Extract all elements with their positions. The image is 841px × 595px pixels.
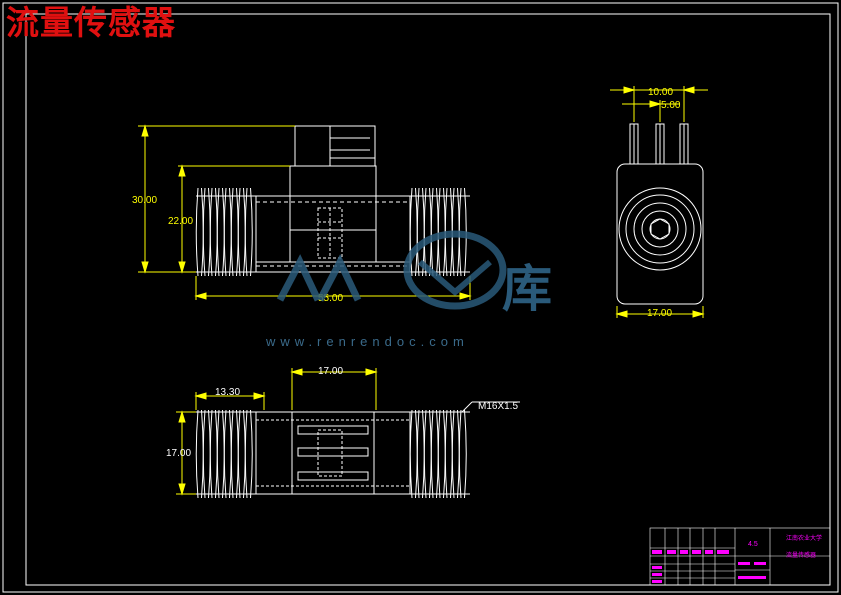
thread-ridge xyxy=(423,409,427,499)
thread-ridge xyxy=(209,187,213,277)
sensor-body xyxy=(289,165,377,231)
dim-front-body-height: 22.00 xyxy=(168,216,193,227)
thread-ridge xyxy=(430,187,434,277)
thread-ridge xyxy=(409,409,413,499)
thread-ridge xyxy=(230,409,234,499)
dim-front-height: 30.00 xyxy=(132,195,157,206)
dim-bottom-thread-length: 13.30 xyxy=(215,387,240,398)
side-view xyxy=(616,123,704,305)
bottom-view xyxy=(196,411,470,495)
thread-ridge xyxy=(464,409,467,499)
thread-ridge xyxy=(416,409,420,499)
thread-ridge xyxy=(250,187,253,277)
title-block-school: 江南农业大学 xyxy=(786,534,822,542)
thread-ridge xyxy=(430,409,434,499)
terminal-block xyxy=(294,125,376,167)
thread-ridge xyxy=(244,409,248,499)
thread-ridge xyxy=(223,409,227,499)
title-block-drawing-name: 流量传感器 xyxy=(786,551,816,559)
dim-side-pin-pitch: 5.00 xyxy=(661,100,681,111)
dim-front-length: 55.00 xyxy=(318,293,343,304)
thread-ridge xyxy=(409,187,413,277)
thread-ridge xyxy=(444,409,448,499)
dim-side-width: 17.00 xyxy=(647,308,672,319)
thread-ridge xyxy=(202,187,206,277)
thread-left-bottom xyxy=(195,409,253,499)
title-block xyxy=(649,527,831,586)
watermark-logo xyxy=(276,230,507,310)
front-dimensions xyxy=(138,124,472,300)
watermark-url: www.renrendoc.com xyxy=(265,334,469,349)
thread-ridge xyxy=(216,187,220,277)
thread-left-front xyxy=(195,187,253,277)
thread-ridge xyxy=(230,187,234,277)
bottom-dimensions xyxy=(176,368,378,496)
drawing-title: 流量传感器 xyxy=(6,3,176,42)
thread-ridge xyxy=(202,409,206,499)
thread-ridge xyxy=(244,187,248,277)
thread-leader xyxy=(461,401,520,413)
thread-right-bottom xyxy=(409,409,467,499)
dim-bottom-body-width: 17.00 xyxy=(318,366,343,377)
thread-ridge xyxy=(237,409,241,499)
dim-bottom-height: 17.00 xyxy=(166,448,191,459)
thread-ridge xyxy=(237,187,241,277)
title-block-marks xyxy=(652,550,766,583)
thread-spec-label: M16X1.5 xyxy=(478,401,518,412)
side-dimensions xyxy=(610,86,708,318)
thread-ridge xyxy=(250,409,253,499)
watermark-char: 库 xyxy=(502,261,552,317)
thread-ridge xyxy=(451,409,455,499)
thread-ridge xyxy=(209,409,213,499)
thread-ridge xyxy=(195,409,199,499)
thread-ridge xyxy=(216,409,220,499)
side-body xyxy=(616,163,704,305)
thread-ridge xyxy=(223,187,227,277)
thread-ridge xyxy=(437,187,441,277)
thread-ridge xyxy=(416,187,420,277)
title-block-scale: 4.5 xyxy=(748,541,758,548)
thread-ridge xyxy=(437,409,441,499)
dim-side-pin-span: 10.00 xyxy=(648,87,673,98)
inner-frame xyxy=(25,13,831,586)
thread-ridge xyxy=(195,187,199,277)
thread-ridge xyxy=(458,409,462,499)
